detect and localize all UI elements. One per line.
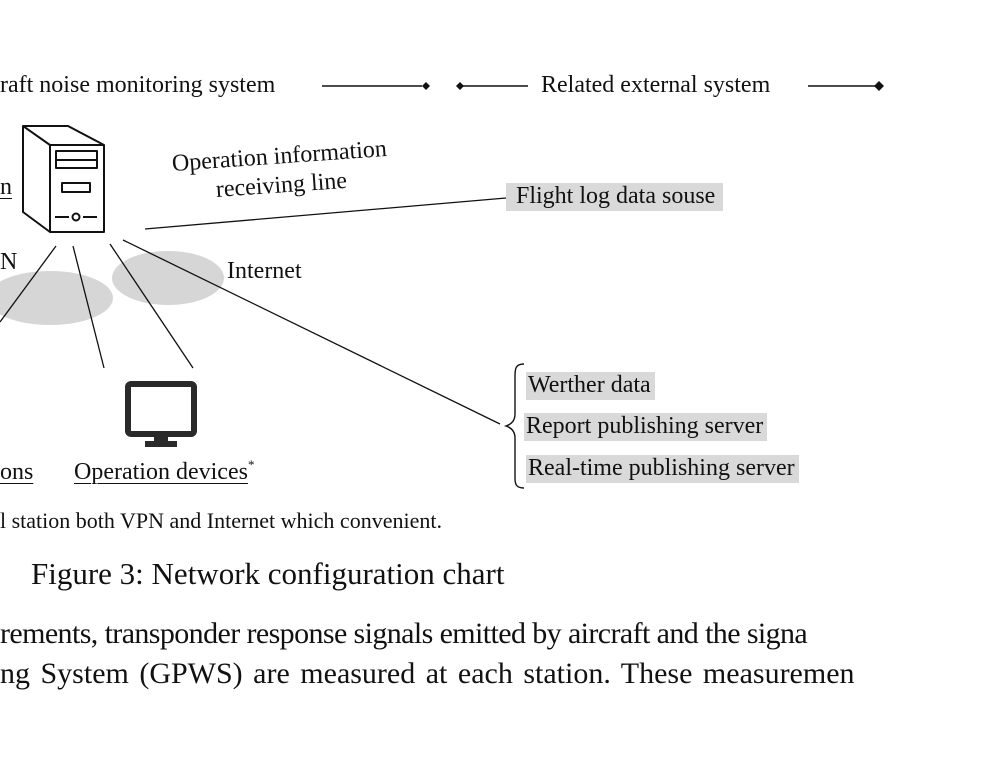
body-text-line-1: rements, transponder response signals em… xyxy=(0,617,808,650)
monitor-icon xyxy=(125,381,197,447)
internet-label: Internet xyxy=(227,258,302,284)
operation-devices-footnote-mark: * xyxy=(247,457,255,472)
vpn-link-line xyxy=(0,245,57,323)
legend-right-label: Related external system xyxy=(541,72,771,98)
figure-footnote: l station both VPN and Internet which co… xyxy=(0,508,442,533)
operation-devices-label: Operation devices* xyxy=(74,457,255,485)
vpn-label-fragment: N xyxy=(0,249,18,275)
network-diagram xyxy=(0,81,884,489)
report-publishing-server-node: Report publishing server xyxy=(524,413,768,441)
external-group-brace xyxy=(503,363,525,489)
legend-left-arrow xyxy=(322,82,430,90)
realtime-publishing-server-node: Real-time publishing server xyxy=(526,455,799,483)
left-node-label-fragment: n xyxy=(0,174,12,200)
stations-label-fragment: ons xyxy=(0,459,34,485)
internet-cloud xyxy=(112,251,224,305)
internet-external-link-line xyxy=(122,239,501,425)
legend-right-arrow-start xyxy=(456,82,528,90)
legend-right-arrow-end xyxy=(808,81,884,91)
figure-caption: Figure 3: Network configuration chart xyxy=(31,556,505,591)
legend-left-label: raft noise monitoring system xyxy=(0,72,276,98)
body-text-line-2: ng System (GPWS) are measured at each st… xyxy=(0,657,855,690)
weather-data-node: Werther data xyxy=(526,372,655,400)
operation-devices-text: Operation devices xyxy=(74,459,248,485)
server-tower-icon xyxy=(22,125,105,233)
operation-devices-link-line xyxy=(109,243,194,369)
stations-link-line xyxy=(72,245,105,369)
operation-information-line xyxy=(144,197,507,230)
flight-log-node: Flight log data souse xyxy=(506,183,724,211)
